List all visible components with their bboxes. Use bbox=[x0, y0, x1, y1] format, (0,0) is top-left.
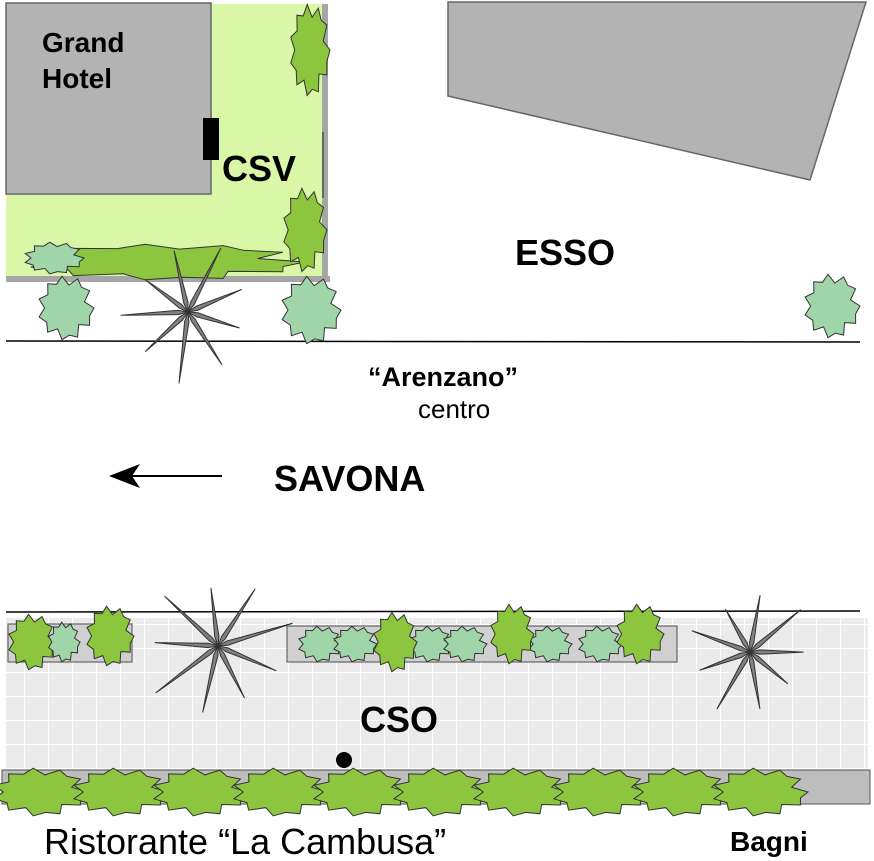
bus-stop-csv-label[interactable]: CSV bbox=[222, 148, 297, 189]
palm-tree-icon bbox=[120, 247, 243, 384]
hotel-label-line2: Hotel bbox=[42, 63, 112, 94]
shrub-icon bbox=[86, 605, 135, 667]
arrow-left-icon bbox=[109, 464, 222, 488]
shrub-icon bbox=[298, 625, 343, 663]
palm-tree-icon bbox=[154, 587, 293, 713]
shrub-icon bbox=[552, 767, 650, 817]
restaurant-label: Ristorante “La Cambusa” bbox=[44, 821, 447, 861]
shrub-icon bbox=[312, 767, 410, 817]
grand-hotel-building[interactable] bbox=[5, 2, 212, 195]
garden-fence bbox=[322, 132, 324, 198]
road-edge-south bbox=[5, 610, 861, 613]
shrub-icon bbox=[38, 275, 95, 341]
shrub-icon bbox=[443, 625, 488, 663]
shrub-icon bbox=[290, 3, 331, 97]
shrub-icon bbox=[392, 767, 490, 817]
shrub-icon bbox=[8, 613, 57, 671]
hotel-label-line1: Grand bbox=[42, 27, 125, 58]
shrub-icon bbox=[373, 611, 418, 673]
shrub-icon bbox=[47, 621, 81, 663]
shrub-icon bbox=[152, 767, 250, 817]
hotel-entrance bbox=[203, 118, 219, 160]
shrub-icon bbox=[528, 625, 573, 663]
bus-stop-dot-icon[interactable] bbox=[336, 752, 352, 768]
esso-label: ESSO bbox=[515, 232, 616, 273]
shrub-icon bbox=[283, 187, 328, 273]
direction-savona-label: SAVONA bbox=[274, 458, 426, 499]
shrub-icon bbox=[632, 767, 730, 817]
shrub-icon bbox=[804, 273, 861, 339]
bus-stop-arenzano-sublabel: centro bbox=[418, 394, 491, 424]
garden-wall-side bbox=[322, 4, 328, 280]
shrub-icon bbox=[72, 767, 170, 817]
bus-stop-arenzano-label[interactable]: “Arenzano” bbox=[368, 362, 519, 392]
esso-building[interactable] bbox=[447, 1, 868, 181]
shrub-icon bbox=[712, 767, 810, 817]
road-edge-north bbox=[5, 340, 861, 343]
palm-tree-icon bbox=[691, 595, 804, 710]
baths-label: Bagni bbox=[730, 826, 808, 857]
shrubs bbox=[0, 3, 861, 817]
shrub-icon bbox=[0, 767, 90, 817]
shrub-icon bbox=[490, 603, 535, 665]
shrub-icon bbox=[281, 275, 342, 345]
shrub-icon bbox=[472, 767, 570, 817]
garden-wall bbox=[6, 276, 330, 282]
shrub-icon bbox=[578, 625, 623, 663]
shrub-icon bbox=[616, 603, 665, 665]
palms bbox=[120, 247, 804, 713]
shrub-icon bbox=[24, 241, 86, 275]
shrub-icon bbox=[232, 767, 330, 817]
shrub-icon bbox=[333, 625, 378, 663]
bus-stop-cso-label[interactable]: CSO bbox=[360, 699, 439, 740]
